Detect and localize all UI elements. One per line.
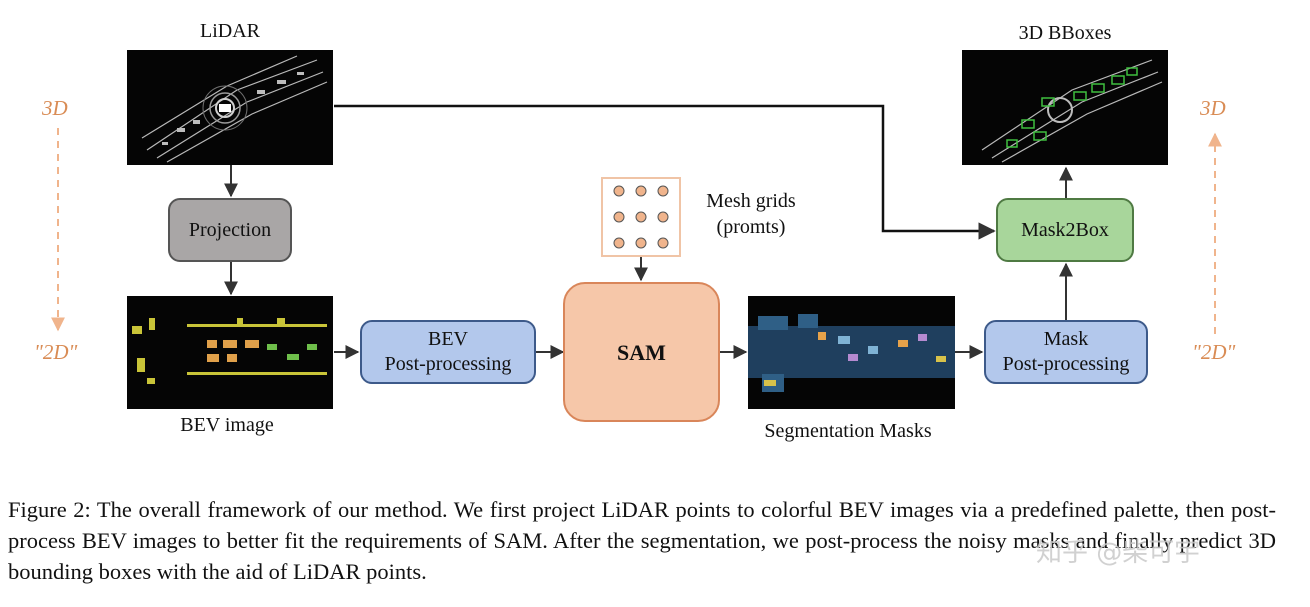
mesh-grid-label: Mesh grids (promts)	[692, 188, 810, 240]
dim-label-right-3d: 3D	[1200, 96, 1226, 120]
mask2box-label: Mask2Box	[1021, 218, 1109, 241]
mask-post-processing-node: Mask Post-processing	[984, 320, 1148, 384]
segmentation-masks-image	[748, 296, 955, 409]
bboxes-3d-image	[962, 50, 1168, 165]
mesh-grid-dots	[613, 185, 669, 249]
mesh-grid-label-line2: (promts)	[716, 216, 786, 238]
sam-node: SAM	[563, 282, 720, 422]
mask-post-line2: Post-processing	[1002, 353, 1130, 375]
mesh-grid-label-line1: Mesh grids	[706, 190, 796, 212]
lidar-pointcloud-graphic	[141, 55, 328, 163]
segmentation-masks-label: Segmentation Masks	[764, 420, 932, 442]
bev-image	[127, 296, 333, 409]
mask2box-node: Mask2Box	[996, 198, 1134, 262]
bev-image-label: BEV image	[180, 414, 274, 436]
projection-node: Projection	[168, 198, 292, 262]
dim-label-right-2d: "2D"	[1192, 340, 1236, 364]
bev-image-graphic	[132, 318, 327, 384]
dim-label-left-3d: 3D	[42, 96, 68, 120]
watermark-text: 知乎 @柴可宇	[1036, 538, 1201, 568]
bboxes-3d-graphic	[981, 59, 1163, 163]
projection-label: Projection	[188, 218, 272, 241]
mesh-grid-prompt	[601, 177, 681, 257]
dim-label-left-2d: "2D"	[34, 340, 78, 364]
sam-label: SAM	[617, 339, 666, 365]
lidar-label: LiDAR	[200, 20, 260, 42]
mask-post-line1: Mask	[1043, 328, 1089, 350]
lidar-pointcloud-image	[127, 50, 333, 165]
bev-post-processing-node: BEV Post-processing	[360, 320, 536, 384]
arrow-lidar-to-mask2box	[334, 104, 996, 240]
segmentation-masks-graphic	[748, 314, 955, 392]
figure-caption: Figure 2: The overall framework of our m…	[8, 497, 1276, 584]
bev-post-line1: BEV	[427, 328, 468, 350]
bev-post-line2: Post-processing	[384, 353, 512, 375]
bboxes-3d-label: 3D BBoxes	[1018, 22, 1112, 44]
